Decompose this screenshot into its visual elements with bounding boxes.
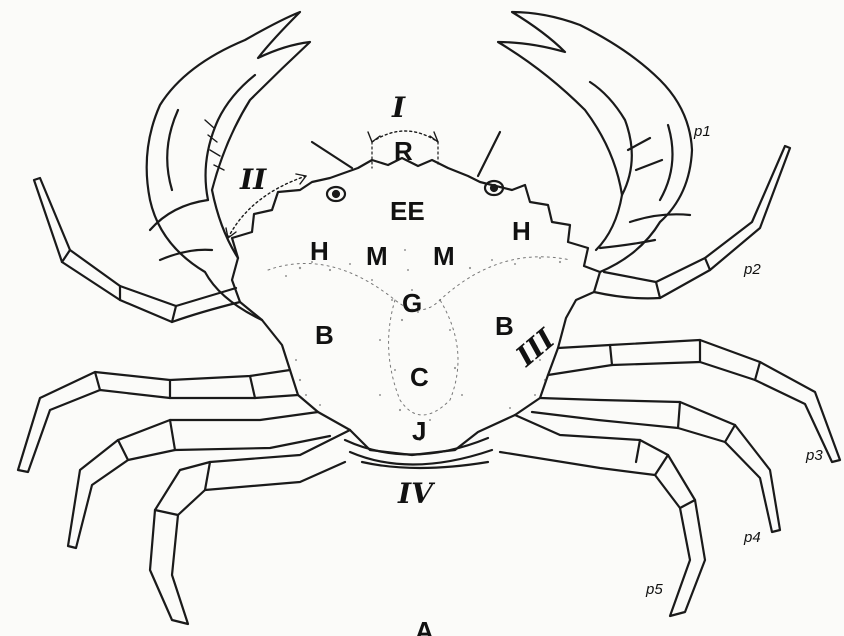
label-front: I <box>392 94 405 122</box>
label-p4: p4 <box>744 530 761 545</box>
label-mesogastric-right: M <box>433 243 455 269</box>
label-p5: p5 <box>646 582 663 597</box>
label-cardiac: C <box>410 364 429 390</box>
left-cheliped <box>147 12 310 320</box>
label-p1: p1 <box>694 124 711 139</box>
label-epigastric: EE <box>390 198 425 224</box>
label-p2: p2 <box>744 262 761 277</box>
label-gastric: G <box>402 290 422 316</box>
label-anterolateral: II <box>240 166 266 194</box>
label-mesogastric-left: M <box>366 243 388 269</box>
label-branchial-right: B <box>495 313 514 339</box>
label-hepatic-right: H <box>512 218 531 244</box>
label-bottom-mark: A <box>415 618 434 636</box>
label-branchial-left: B <box>315 322 334 348</box>
label-rostral: R <box>394 138 413 164</box>
label-posterior: IV <box>398 480 433 508</box>
left-legs <box>18 178 350 624</box>
label-p3: p3 <box>806 448 823 463</box>
label-intestinal: J <box>412 418 426 444</box>
label-hepatic-left: H <box>310 238 329 264</box>
